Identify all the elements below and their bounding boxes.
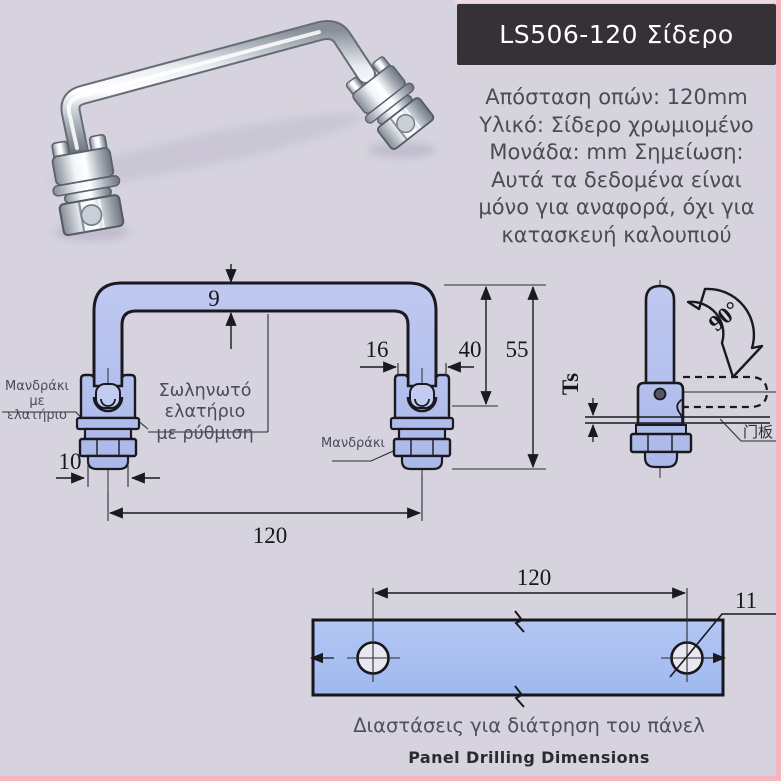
- label-left-3: ελατήριο: [7, 408, 67, 423]
- annotation-labels: Μανδράκι με ελατήριο Σωληνωτό ελατήριο μ…: [5, 379, 385, 451]
- rotation-angle-label: 90°: [704, 296, 745, 336]
- drilling-diagram: 120 11: [309, 565, 778, 708]
- dim-40-label: 40: [459, 337, 482, 362]
- caption-greek: Διαστάσεις για διάτρηση του πάνελ: [353, 714, 705, 737]
- caption-english: Panel Drilling Dimensions: [408, 748, 650, 767]
- dim-120-label: 120: [253, 523, 288, 548]
- dim-10: 10: [56, 449, 160, 487]
- label-middle-1: Σωληνωτό: [159, 381, 252, 401]
- product-photo: [48, 20, 436, 241]
- label-left-1: Μανδράκι: [5, 379, 69, 394]
- dim-ts-label: Ts: [558, 373, 583, 395]
- side-view: Ts 90° 门板: [558, 280, 777, 478]
- drill-dim-11: 11: [669, 588, 778, 678]
- folded-handle-dashed: [683, 375, 769, 409]
- spec-line: Απόσταση οπών: 120mm: [485, 85, 748, 109]
- hole-left: [347, 635, 400, 682]
- drill-dim-11-label: 11: [735, 588, 757, 613]
- spec-line: Υλικό: Σίδερο χρωμιομένο: [479, 112, 754, 137]
- dim-40-55: 40 55: [444, 284, 546, 470]
- photo-handle-tube: [60, 20, 376, 162]
- label-middle-2: ελατήριο: [165, 402, 246, 422]
- label-middle-3: με ρύθμιση: [156, 424, 253, 444]
- bolt-assembly-right: [389, 366, 455, 494]
- dim-10-label: 10: [59, 449, 82, 474]
- panel-label: 门板: [743, 423, 773, 441]
- product-title: LS506-120 Σίδερο: [499, 20, 734, 49]
- edge-strip-bottom: [0, 776, 781, 781]
- dim-16: 16: [360, 337, 474, 376]
- break-mark-bottom: [514, 685, 525, 708]
- dim-9-label: 9: [208, 286, 220, 311]
- product-title-banner: LS506-120 Σίδερο: [457, 4, 776, 65]
- dim-55-label: 55: [506, 337, 529, 362]
- dim-120: 120: [107, 475, 423, 548]
- drill-dim-120: 120: [372, 565, 688, 636]
- label-left-2: με: [29, 394, 44, 409]
- right-label-leader: [332, 447, 401, 462]
- rotation-arrow: [686, 287, 764, 379]
- spec-text-block: Απόσταση οπών: 120mm Υλικό: Σίδερο χρωμι…: [452, 84, 781, 249]
- spec-line: Αυτά τα δεδομένα είναι: [491, 167, 742, 192]
- edge-strip-right: [776, 0, 781, 781]
- drill-dim-120-label: 120: [517, 565, 552, 590]
- bolt-assembly-left: [75, 368, 141, 492]
- label-right: Μανδράκι: [321, 436, 385, 451]
- spec-line: κατασκευή καλουπιού: [501, 222, 732, 247]
- dim-9: 9: [208, 264, 237, 349]
- photo-left-bolt: [51, 134, 125, 237]
- photo-right-bolt: [345, 56, 435, 150]
- dim-16-label: 16: [366, 337, 389, 362]
- technical-drawing: 9 16 40 55 10: [2, 264, 777, 548]
- edge-strip-top: [455, 0, 776, 3]
- spec-line: Μονάδα: mm Σημείωση:: [489, 140, 744, 164]
- spec-line: μόνο για αναφορά, όχι για: [478, 195, 755, 219]
- break-mark-top: [514, 610, 525, 633]
